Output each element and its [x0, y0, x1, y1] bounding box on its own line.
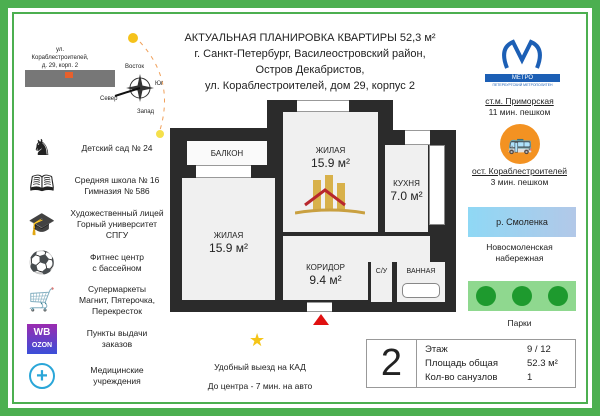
bathrooms-label: Кол-во санузлов [425, 372, 498, 383]
room-name: КУХНЯ [393, 179, 420, 188]
address-line: Остров Декабристов, [255, 64, 365, 76]
company-logo-icon [295, 175, 365, 215]
area-label: Площадь общая [425, 358, 498, 369]
logo-text: WB [33, 327, 51, 338]
window [297, 100, 349, 112]
amenity-fitness: ⚽ Фитнес центр с бассейном [25, 245, 175, 281]
floor-value: 9 / 12 [527, 344, 551, 355]
room-name: ЖИЛАЯ [213, 231, 244, 240]
room-area: 9.4 м² [309, 273, 342, 287]
star-icon: ★ [249, 330, 266, 350]
logo-text: OZON [31, 342, 53, 349]
road-line: До центра - 7 мин. на авто [207, 381, 313, 391]
parks-label: Парки [507, 318, 532, 328]
kitchen-counter [429, 145, 445, 225]
metro-logo-icon [502, 39, 542, 69]
south-label: Юг [155, 81, 164, 87]
entrance-door [307, 302, 332, 312]
building-address: ул. Кораблестроителей, д. 29, корп. 2 [31, 47, 89, 69]
amenity-medical: + Медицинские учреждения [25, 358, 175, 394]
room-name: КОРИДОР [306, 263, 345, 272]
amenity-school: 🕮 Средняя школа № 16 Гимназия № 586 [25, 168, 175, 204]
header: АКТУАЛЬНАЯ ПЛАНИРОВКА КВАРТИРЫ 52,3 м² г… [160, 30, 460, 94]
building-shape [25, 70, 115, 87]
river-description: Новосмоленская набережная [486, 242, 553, 263]
wc-label: С/У [375, 268, 388, 275]
amenity-pickup: WB OZON Пункты выдачи заказов [25, 321, 175, 357]
fitness-icon: ⚽ [28, 250, 56, 275]
kitchen [385, 145, 428, 232]
info-table: Этаж 9 / 12 Площадь общая 52.3 м² Кол-во с… [417, 340, 575, 387]
road-info: Удобный выезд на КАД До центра - 7 мин. н… [190, 358, 330, 396]
balcony [187, 141, 267, 165]
room-area: 15.9 м² [311, 156, 350, 170]
living-room-1 [182, 178, 275, 300]
amenity-label: Медицинские учреждения [90, 365, 144, 386]
info-box: 2 Этаж 9 / 12 Площадь общая 52.3 м² Кол-во… [366, 339, 576, 388]
room-count: 2 [367, 340, 417, 387]
amenity-label: Пункты выдачи заказов [86, 328, 148, 349]
metro-time: 11 мин. пешком [488, 107, 551, 117]
room-area: 7.0 м² [390, 189, 423, 203]
metro-logo-text: МЕТРО [485, 74, 560, 82]
amenity-kindergarten: ♞ Детский сад № 24 [25, 130, 175, 166]
window [405, 130, 430, 145]
page-title: АКТУАЛЬНАЯ ПЛАНИРОВКА КВАРТИРЫ 52,3 м² [184, 32, 436, 44]
balcony-label: БАЛКОН [210, 149, 244, 158]
parks-badge [468, 281, 576, 311]
amenity-label: Художественный лицей Горный университет … [70, 207, 164, 240]
west-label: Запад [137, 109, 155, 115]
cart-icon: 🛒 [28, 287, 56, 312]
metro-subtitle: ПЕТЕРБУРГСКИЙ МЕТРОПОЛИТЕН [492, 83, 553, 87]
amenity-label: Фитнес центр с бассейном [90, 252, 144, 273]
amenity-label: Средняя школа № 16 Гимназия № 586 [74, 175, 160, 196]
floor-label: Этаж [425, 344, 448, 355]
tree-icon [476, 286, 496, 306]
rocking-horse-icon: ♞ [32, 135, 52, 160]
amenity-label: Супермаркеты Магнит, Пятерочка, Перекрес… [78, 283, 156, 316]
road-line: Удобный выезд на КАД [214, 362, 306, 372]
corridor-upper [283, 236, 430, 262]
north-label: Север [100, 96, 118, 102]
bus-time: 3 мин. пешком [490, 177, 549, 187]
bus-stop[interactable]: ост. Кораблестроителей [472, 166, 567, 176]
bathroom-label: ВАННАЯ [406, 268, 436, 275]
medical-icon: + [25, 361, 59, 391]
bus-icon: 🚌 [500, 124, 540, 164]
apartment-marker [65, 72, 73, 78]
room-area: 15.9 м² [209, 241, 248, 255]
window [196, 165, 251, 178]
bathtub-icon [402, 283, 440, 298]
tree-icon [512, 286, 532, 306]
river-badge: р. Смоленка [468, 207, 576, 237]
graduation-cap-icon: 🎓 [28, 211, 56, 236]
tree-icon [548, 286, 568, 306]
book-icon: 🕮 [29, 171, 55, 196]
address-line: г. Санкт-Петербург, Василеостровский рай… [194, 48, 426, 60]
address-line: ул. Кораблестроителей, дом 29, корпус 2 [205, 80, 415, 92]
compass-icon [114, 33, 165, 138]
room-name: ЖИЛАЯ [315, 146, 346, 155]
bathrooms-value: 1 [527, 372, 533, 383]
amenity-label: Детский сад № 24 [81, 142, 153, 153]
amenity-lyceum: 🎓 Художественный лицей Горный университет… [25, 206, 175, 242]
east-label: Восток [125, 64, 144, 70]
corridor [283, 260, 368, 300]
area-value: 52.3 м² [527, 358, 558, 369]
entrance-arrow-icon [313, 314, 329, 325]
amenity-supermarkets: 🛒 Супермаркеты Магнит, Пятерочка, Перекре… [25, 282, 175, 318]
wb-ozon-icon: WB OZON [25, 324, 59, 354]
metro-station[interactable]: ст.м. Приморская [485, 96, 554, 106]
wc [371, 262, 392, 302]
